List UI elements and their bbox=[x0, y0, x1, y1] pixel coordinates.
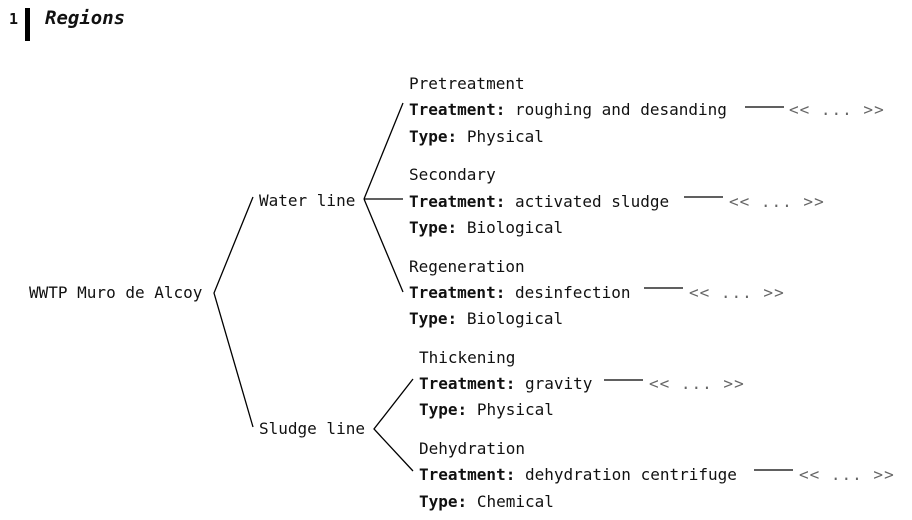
branch-label-sludge-line: Sludge line bbox=[259, 419, 365, 438]
connector-water-pretreatment bbox=[363, 102, 404, 200]
type-value: Physical bbox=[476, 400, 554, 419]
treatment-label: Treatment: bbox=[419, 465, 516, 484]
expand-more-marker[interactable]: << ... >> bbox=[649, 374, 745, 393]
stage-treatment-row: Treatment: roughing and desanding bbox=[409, 100, 727, 120]
expand-more-marker[interactable]: << ... >> bbox=[799, 465, 895, 484]
stage-treatment-row: Treatment: desinfection bbox=[409, 283, 631, 303]
treatment-label: Treatment: bbox=[419, 374, 516, 393]
section-marker-bar bbox=[25, 8, 30, 41]
treatment-label: Treatment: bbox=[409, 100, 506, 119]
stage-name: Pretreatment bbox=[409, 74, 525, 93]
stage-type-row: Type: Physical bbox=[409, 127, 544, 147]
treatment-value: dehydration centrifuge bbox=[524, 465, 737, 484]
branch-label-water-line: Water line bbox=[259, 191, 356, 210]
connector-water-regeneration bbox=[363, 198, 404, 293]
connector-root-water bbox=[213, 196, 254, 428]
stage-name: Regeneration bbox=[409, 257, 525, 276]
type-value: Biological bbox=[466, 309, 564, 328]
stage-treatment-row: Treatment: activated sludge bbox=[409, 192, 669, 212]
treatment-label: Treatment: bbox=[409, 283, 506, 302]
stage-name: Thickening bbox=[419, 348, 516, 367]
expand-more-marker[interactable]: << ... >> bbox=[789, 100, 885, 119]
connector-sludge-thickening bbox=[373, 378, 414, 472]
stage-type-row: Type: Chemical bbox=[419, 492, 554, 512]
stage-type-row: Type: Biological bbox=[409, 218, 563, 238]
treatment-value: desinfection bbox=[514, 283, 631, 302]
treatment-value: roughing and desanding bbox=[514, 100, 727, 119]
type-value: Biological bbox=[466, 218, 564, 237]
treatment-label: Treatment: bbox=[409, 192, 506, 211]
stage-treatment-row: Treatment: dehydration centrifuge bbox=[419, 465, 737, 485]
stage-type-row: Type: Physical bbox=[419, 400, 554, 420]
type-label: Type: bbox=[409, 127, 458, 146]
type-value: Physical bbox=[466, 127, 544, 146]
type-value: Chemical bbox=[476, 492, 554, 511]
treatment-value: activated sludge bbox=[514, 192, 670, 211]
section-number: 1 bbox=[9, 10, 19, 28]
tree-root-label: WWTP Muro de Alcoy bbox=[29, 283, 203, 302]
stage-name: Dehydration bbox=[419, 439, 525, 458]
stage-type-row: Type: Biological bbox=[409, 309, 563, 329]
section-title: Regions bbox=[45, 7, 126, 29]
expand-more-marker[interactable]: << ... >> bbox=[729, 192, 825, 211]
type-label: Type: bbox=[419, 492, 468, 511]
stage-name: Secondary bbox=[409, 165, 496, 184]
type-label: Type: bbox=[409, 309, 458, 328]
treatment-value: gravity bbox=[524, 374, 593, 393]
type-label: Type: bbox=[409, 218, 458, 237]
expand-more-marker[interactable]: << ... >> bbox=[689, 283, 785, 302]
stage-treatment-row: Treatment: gravity bbox=[419, 374, 592, 394]
type-label: Type: bbox=[419, 400, 468, 419]
